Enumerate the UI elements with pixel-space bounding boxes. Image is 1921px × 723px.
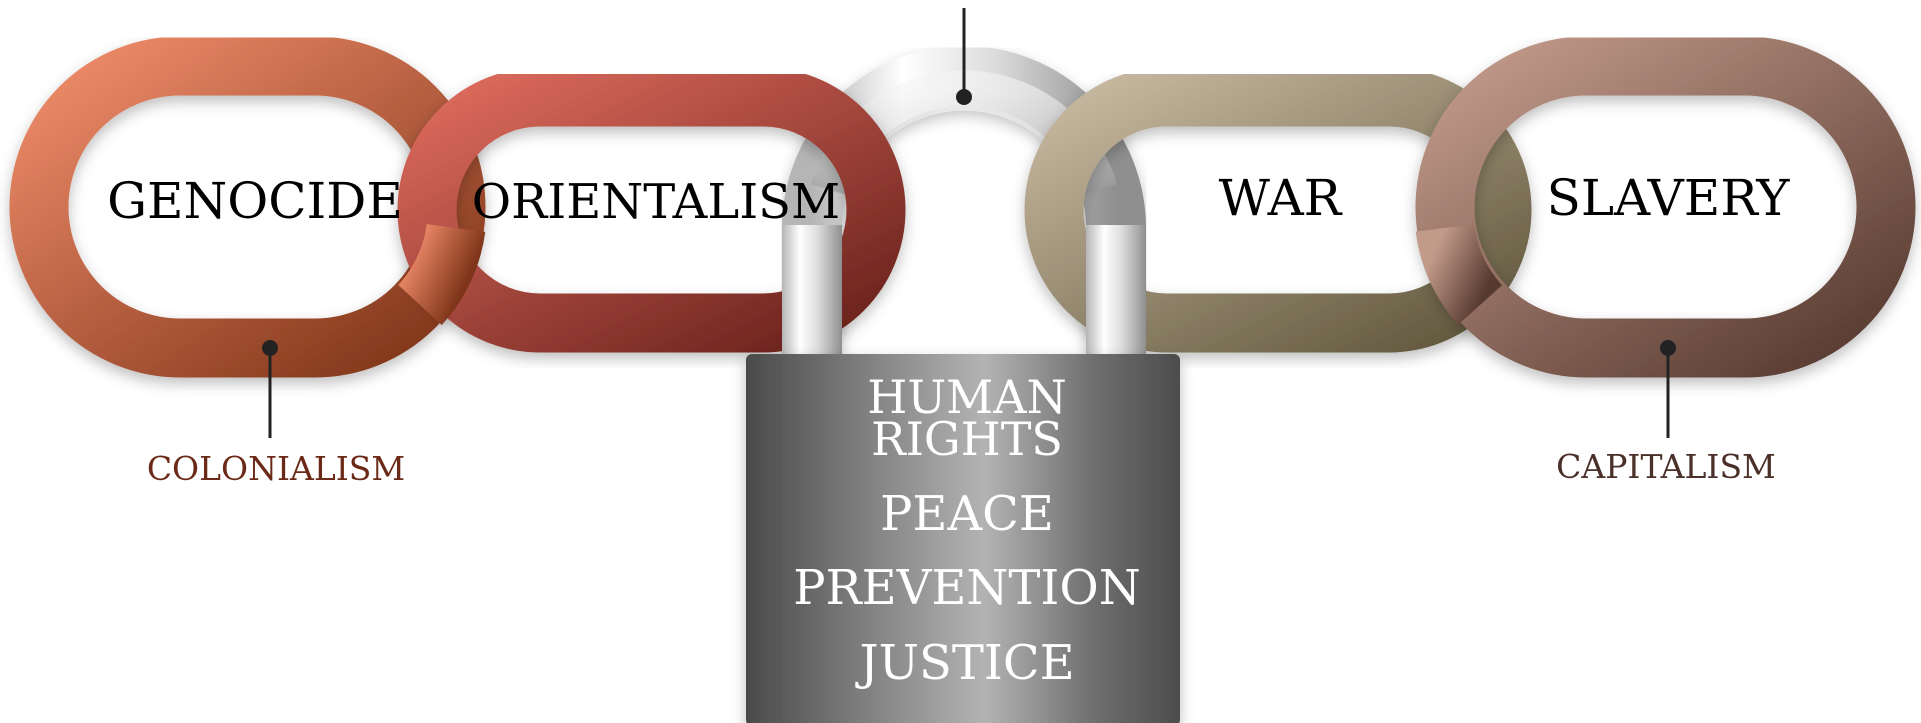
- callout-colonialism: [262, 340, 278, 438]
- slavery-overlap-segment: [1415, 223, 1503, 325]
- genocide-overlap-segment: [397, 223, 486, 325]
- chain-link-orientalism: [397, 67, 906, 353]
- chain-link-war: [1024, 67, 1532, 353]
- padlock-text-rights: RIGHTS: [871, 412, 1063, 466]
- callout-capitalism: [1660, 340, 1676, 438]
- link-label-genocide: GENOCIDE: [107, 172, 403, 230]
- padlock-shackle-legs: [782, 225, 1146, 365]
- callout-label-colonialism: COLONIALISM: [147, 449, 405, 488]
- link-label-slavery: SLAVERY: [1547, 169, 1791, 227]
- callout-label-capitalism: CAPITALISM: [1556, 447, 1776, 486]
- padlock-text-justice: JUSTICE: [854, 635, 1074, 691]
- link-label-orientalism: ORIENTALISM: [472, 174, 840, 230]
- callout-top: [956, 8, 972, 105]
- link-label-war: WAR: [1219, 169, 1343, 227]
- padlock-text-prevention: PREVENTION: [793, 560, 1141, 616]
- padlock-body: [746, 354, 1180, 723]
- padlock-text-human: HUMAN: [867, 370, 1066, 424]
- padlock-text-peace: PEACE: [880, 486, 1054, 542]
